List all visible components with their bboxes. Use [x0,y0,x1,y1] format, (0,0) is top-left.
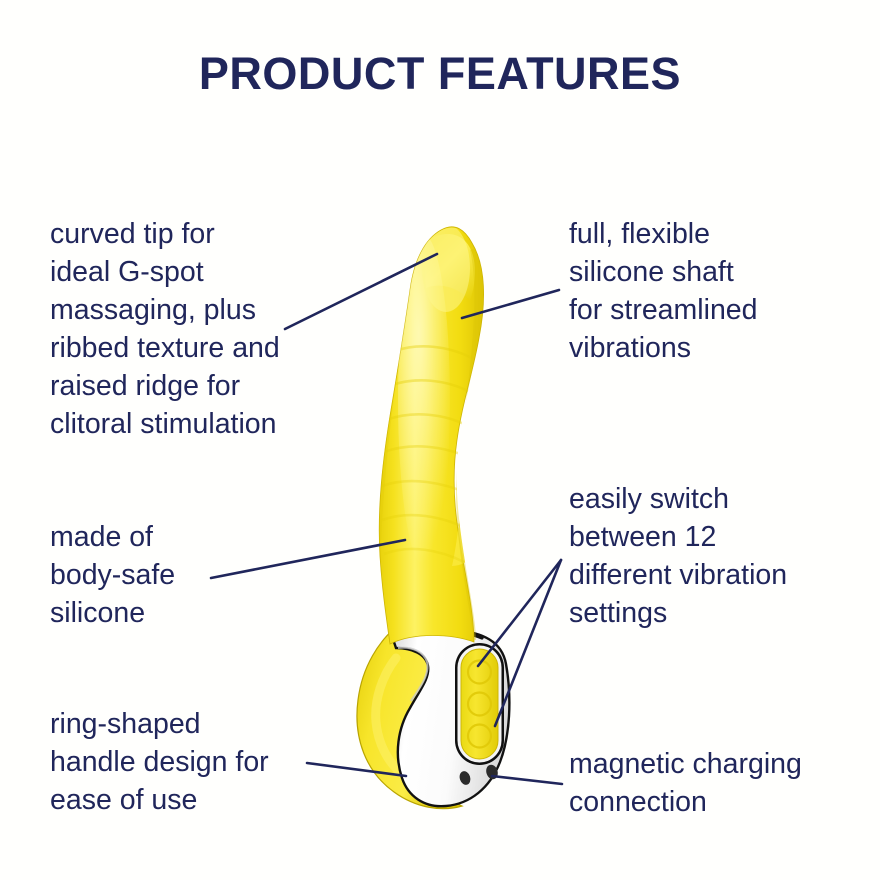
leader-line-vibration-b [493,558,563,728]
callout-curved-tip: curved tip for ideal G-spot massaging, p… [50,218,280,440]
mode-button-1 [466,659,493,685]
callout-magnetic-charging: magnetic charging connection [569,748,802,818]
silicone-shaft [378,226,484,645]
callout-ring-handle: ring-shaped handle design for ease of us… [50,708,269,816]
magnetic-contact-left [459,771,471,785]
ring-handle-loop [356,621,464,810]
leader-line-vibration-a [476,558,563,668]
white-handle-base [390,628,511,808]
mode-button-2 [466,691,493,717]
page-title: PRODUCT FEATURES [198,48,682,99]
button-panel[interactable] [455,643,504,765]
leader-line-flexible-shaft [460,288,561,320]
leader-line-charging [490,774,564,786]
callout-vibration-settings: easily switch between 12 different vibra… [569,483,788,629]
mode-button-3 [466,723,493,749]
callout-body-safe-silicone: made of body-safe silicone [50,521,176,629]
magnetic-contact-right [486,764,498,780]
magnetic-contacts [459,764,498,785]
callout-flexible-shaft: full, flexible silicone shaft for stream… [569,218,758,364]
